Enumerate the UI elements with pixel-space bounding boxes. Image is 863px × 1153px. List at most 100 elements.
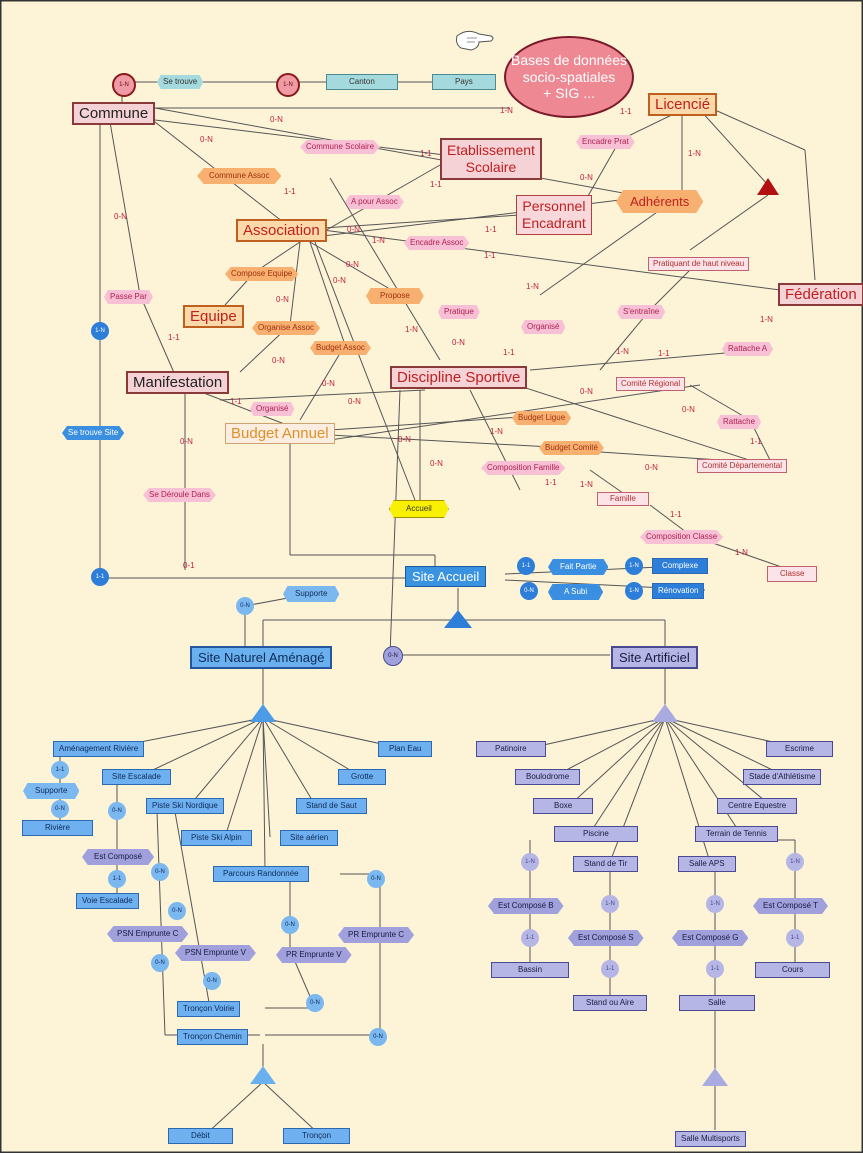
cardinality: 0-N: [580, 387, 593, 396]
cardinality-circle: 1-1: [91, 568, 109, 586]
pointing-hand-icon: [456, 30, 494, 51]
entity-commune: Commune: [72, 102, 156, 125]
cardinality-circle: 1-1: [517, 557, 535, 575]
relation-commune-assoc: Commune Assoc: [197, 168, 282, 184]
cardinality-circle: 1-N: [112, 73, 136, 97]
relation-se-trouve-site: Se trouve Site: [62, 426, 125, 440]
cardinality: 1-N: [500, 106, 513, 115]
inheritance-triangle-artificiel: [652, 704, 678, 722]
cardinality: 1-N: [372, 236, 385, 245]
cardinality-circle: 1-N: [625, 557, 643, 575]
relation-rattache-a: Rattache A: [722, 342, 774, 356]
entity-association: Association: [236, 219, 327, 242]
relation-organise-2: Organisé: [250, 402, 295, 416]
cardinality: 0-N: [580, 173, 593, 182]
entity-famille: Famille: [597, 492, 649, 506]
relation-se-trouve: Se trouve: [157, 75, 204, 89]
entity-complexe: Complexe: [652, 558, 709, 574]
entity-site-artificiel: Site Artificiel: [611, 646, 698, 669]
cardinality: 0-N: [645, 463, 658, 472]
entity-stade-athletisme: Stade d'Athlétisme: [743, 769, 822, 785]
cardinality-circle: 0-N: [306, 994, 324, 1012]
entity-troncon: Tronçon: [283, 1128, 351, 1144]
inheritance-triangle-site-accueil: [444, 610, 472, 628]
bases-de-donnees-ellipse: Bases de données socio-spatiales + SIG .…: [504, 36, 634, 118]
entity-personnel-encadrant: Personnel Encadrant: [516, 195, 592, 235]
cardinality: 1-N: [526, 282, 539, 291]
inheritance-triangle-federation: [757, 178, 779, 195]
relation-pr-emprunte-c: PR Emprunte C: [338, 927, 415, 943]
relation-est-compose-g: Est Composé G: [672, 930, 749, 946]
cardinality: 0-N: [348, 397, 361, 406]
cardinality: 0-N: [682, 405, 695, 414]
cardinality-circle: 1-1: [108, 870, 126, 888]
entity-comite-departemental: Comité Départemental: [697, 459, 788, 473]
entity-piste-ski-alpin: Piste Ski Alpin: [181, 830, 252, 846]
entity-site-aerien: Site aérien: [280, 830, 339, 846]
cardinality: 1-N: [735, 548, 748, 557]
cardinality-circle: 0-N: [369, 1028, 387, 1046]
entity-terrain-tennis: Terrain de Tennis: [695, 826, 778, 842]
entity-federation: Fédération: [778, 283, 863, 306]
cardinality: 1-N: [616, 347, 629, 356]
entity-licencie: Licencié: [648, 93, 718, 116]
cardinality: 1-N: [580, 480, 593, 489]
entity-piscine: Piscine: [554, 826, 638, 842]
relation-psn-emprunte-v: PSN Emprunte V: [175, 945, 256, 961]
cardinality-circle: 0-N: [151, 863, 169, 881]
entity-site-escalade: Site Escalade: [102, 769, 171, 785]
entity-boxe: Boxe: [533, 798, 594, 814]
cardinality-circle: 0-N: [203, 972, 221, 990]
relation-budget-comite: Budget Comité: [539, 441, 604, 455]
entity-troncon-voirie: Tronçon Voirie: [177, 1001, 241, 1017]
entity-voie-escalade: Voie Escalade: [76, 893, 139, 909]
cardinality: 1-1: [620, 107, 632, 116]
cardinality: 1-1: [168, 333, 180, 342]
entity-salle-multisports: Salle Multisports: [675, 1131, 746, 1147]
personnel-line-1: Personnel: [522, 198, 586, 214]
entity-piste-ski-nordique: Piste Ski Nordique: [146, 798, 224, 814]
cardinality: 1-1: [750, 437, 762, 446]
entity-bassin: Bassin: [491, 962, 570, 978]
banner-line-3: + SIG ...: [543, 85, 595, 102]
relation-est-compose-s: Est Composé S: [568, 930, 644, 946]
cardinality-circle: 0-N: [520, 582, 538, 600]
relation-budget-assoc: Budget Assoc: [310, 341, 371, 355]
cardinality: 0-N: [430, 459, 443, 468]
relation-psn-emprunte-c: PSN Emprunte C: [107, 926, 189, 942]
entity-debit: Débit: [168, 1128, 233, 1144]
relation-est-compose-t: Est Composé T: [753, 898, 828, 914]
entity-patinoire: Patinoire: [476, 741, 546, 757]
cardinality: 0-N: [200, 135, 213, 144]
entity-stand-de-tir: Stand de Tir: [573, 856, 639, 872]
cardinality-circle: 1-N: [786, 853, 804, 871]
cardinality: 0-N: [333, 276, 346, 285]
relation-organise-assoc: Organise Assoc: [252, 321, 321, 335]
inheritance-triangle-salle: [702, 1068, 728, 1086]
entity-troncon-chemin: Tronçon Chemin: [177, 1029, 248, 1045]
relation-organise-1: Organisé: [521, 320, 566, 334]
relation-composition-classe: Composition Classe: [640, 530, 724, 544]
cardinality: 0-N: [347, 225, 360, 234]
entity-budget-annuel: Budget Annuel: [225, 423, 335, 444]
cardinality: 0-N: [322, 379, 335, 388]
cardinality: 1-N: [688, 149, 701, 158]
relation-compose-equipe: Compose Equipe: [225, 267, 299, 281]
relation-rattache: Rattache: [717, 415, 762, 429]
entity-boulodrome: Boulodrome: [515, 769, 581, 785]
cardinality: 0-N: [270, 115, 283, 124]
cardinality-circle: 1-N: [625, 582, 643, 600]
cardinality: 1-1: [485, 225, 497, 234]
relation-pr-emprunte-v: PR Emprunte V: [276, 947, 352, 963]
cardinality: 1-N: [490, 427, 503, 436]
cardinality-circle: 1-N: [601, 895, 619, 913]
entity-cours: Cours: [755, 962, 831, 978]
inheritance-triangle-troncon: [250, 1066, 276, 1084]
inheritance-triangle-naturel: [250, 704, 276, 722]
entity-salle: Salle: [679, 995, 755, 1011]
relation-composition-famille: Composition Famille: [481, 461, 566, 475]
cardinality-circle: 1-1: [706, 960, 724, 978]
cardinality: 0-N: [180, 437, 193, 446]
cardinality-circle: 0-N: [108, 802, 126, 820]
